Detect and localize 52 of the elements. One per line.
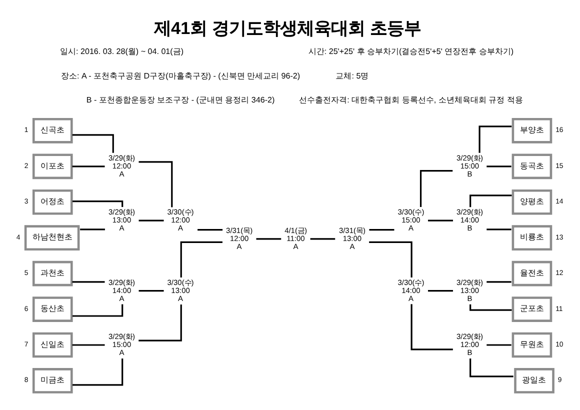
node-text: 3/29(화) 14:00 B: [456, 207, 484, 233]
connector: [478, 126, 512, 153]
connector: [410, 304, 453, 350]
label: 장소: A - 포천축구공원 D구장(마홀축구장) - (신북면 만세교리 96-2): [61, 71, 300, 80]
label: 선수출전자격: 대한축구협회 등록선수, 소년체육대회 규정 적용: [299, 96, 523, 105]
connector: [72, 358, 124, 386]
node-text: 3/30(수) 14:00 A: [398, 278, 424, 303]
node-text: 3/29(화) 12:00 A: [108, 153, 136, 178]
node-text: 3/29(화) 13:00 B: [456, 278, 484, 303]
connector: [72, 200, 124, 207]
node-text: 4/1(금) 11:00 A: [284, 226, 307, 252]
connector: [72, 281, 105, 283]
connector: [369, 228, 394, 231]
connector: [420, 170, 453, 207]
node-text: 3/31(목) 12:00 A: [226, 226, 253, 252]
label: 교체: 5명: [336, 71, 369, 80]
node-text: 3/29(화) 15:00 A: [108, 332, 136, 358]
connector: [138, 161, 173, 208]
node-text: 3/29(화) 12:00 B: [456, 332, 484, 358]
connector: [138, 220, 164, 222]
connector: [72, 304, 124, 317]
node-text: 3/29(화) 13:00 A: [108, 207, 136, 233]
connector: [428, 290, 453, 292]
connector: [486, 281, 512, 283]
node-text: 3/30(수) 13:00 A: [167, 278, 194, 303]
connector: [369, 241, 412, 278]
connector: [428, 220, 453, 222]
connector: [486, 344, 512, 346]
connector: [198, 228, 223, 231]
connector: [486, 166, 512, 168]
connector: [80, 228, 105, 230]
connector: [138, 304, 182, 342]
label: 일시: 2016. 03. 28(월) ~ 04. 01(금): [60, 47, 184, 56]
connector: [470, 304, 512, 311]
connector: [180, 241, 222, 278]
connector: [256, 238, 282, 240]
node-text: 3/29(화) 14:00 A: [108, 278, 136, 303]
connector: [138, 290, 164, 292]
node-text: 3/30(수) 15:00 A: [398, 207, 424, 233]
label: B - 포천종합운동장 보조구장 - (군내면 용정리 346-2): [86, 96, 275, 105]
connector: [72, 344, 105, 346]
node-text: 3/30(수) 12:00 A: [167, 207, 194, 233]
node-text: 3/31(목) 13:00 A: [338, 226, 366, 252]
connector: [72, 134, 114, 153]
node-text: 3/29(화) 15:00 B: [456, 153, 484, 178]
connector: [486, 228, 512, 230]
diagram-title: 제41회 경기도학생체육대회 초등부: [154, 18, 421, 38]
label: 시간: 25'+25' 후 승부차기(결승전5'+5' 연장전후 승부차기): [308, 47, 514, 56]
connector: [470, 194, 512, 208]
connector: [470, 358, 514, 378]
connector: [310, 238, 336, 240]
connector: [72, 166, 105, 168]
